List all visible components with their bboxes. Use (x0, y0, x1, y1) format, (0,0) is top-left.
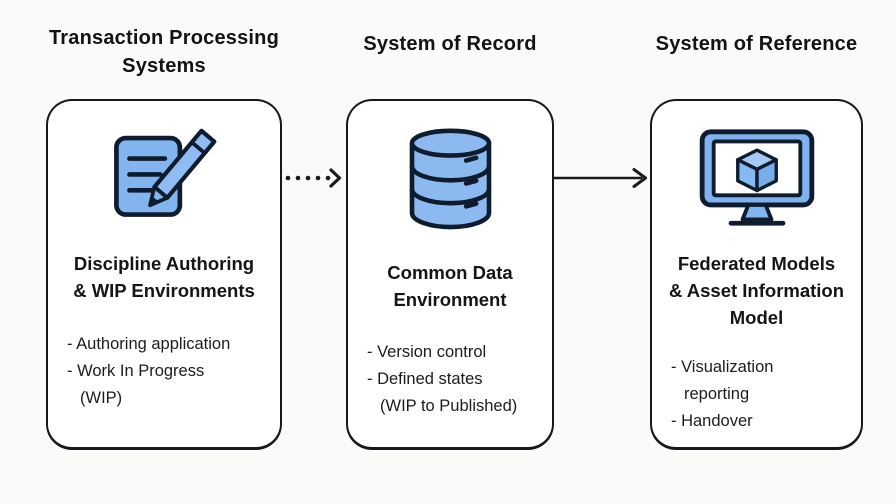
column-header-system-of-reference: System of Reference (655, 33, 858, 55)
column-header-transaction-processing: Transaction Processing Systems (48, 27, 280, 77)
column-header-system-of-record: System of Record (363, 33, 537, 55)
bullet-item: - Work In Progress (67, 362, 205, 380)
card-federated-models: Federated Models & Asset Information Mod… (650, 99, 863, 450)
card-title: Discipline Authoring & WIP Environments (73, 253, 255, 301)
card-bullet-list: - Visualization reporting - Handover (652, 354, 861, 435)
bullet-item: - Defined states (367, 370, 483, 388)
dotted-arrow (284, 167, 342, 194)
card-title: Common Data Environment (387, 262, 513, 310)
bullet-item: (WIP to Published) (380, 397, 518, 415)
card-bullet-list: - Authoring application - Work In Progre… (48, 331, 280, 412)
card-discipline-authoring: Discipline Authoring & WIP Environments … (46, 99, 282, 450)
solid-arrow (553, 166, 651, 195)
bullet-item: - Handover (671, 412, 753, 430)
card-bullet-list: - Version control - Defined states (WIP … (348, 339, 552, 420)
document-pencil-icon (103, 125, 225, 223)
monitor-cube-icon (694, 127, 820, 229)
card-common-data-environment: Common Data Environment - Version contro… (346, 99, 554, 450)
database-icon (400, 122, 501, 234)
bullet-item: reporting (684, 385, 750, 403)
bullet-item: - Visualization (671, 358, 774, 376)
bullet-item: (WIP) (80, 389, 123, 407)
bullet-item: - Authoring application (67, 335, 231, 353)
card-title: Federated Models & Asset Information Mod… (668, 253, 845, 328)
bullet-item: - Version control (367, 343, 487, 361)
